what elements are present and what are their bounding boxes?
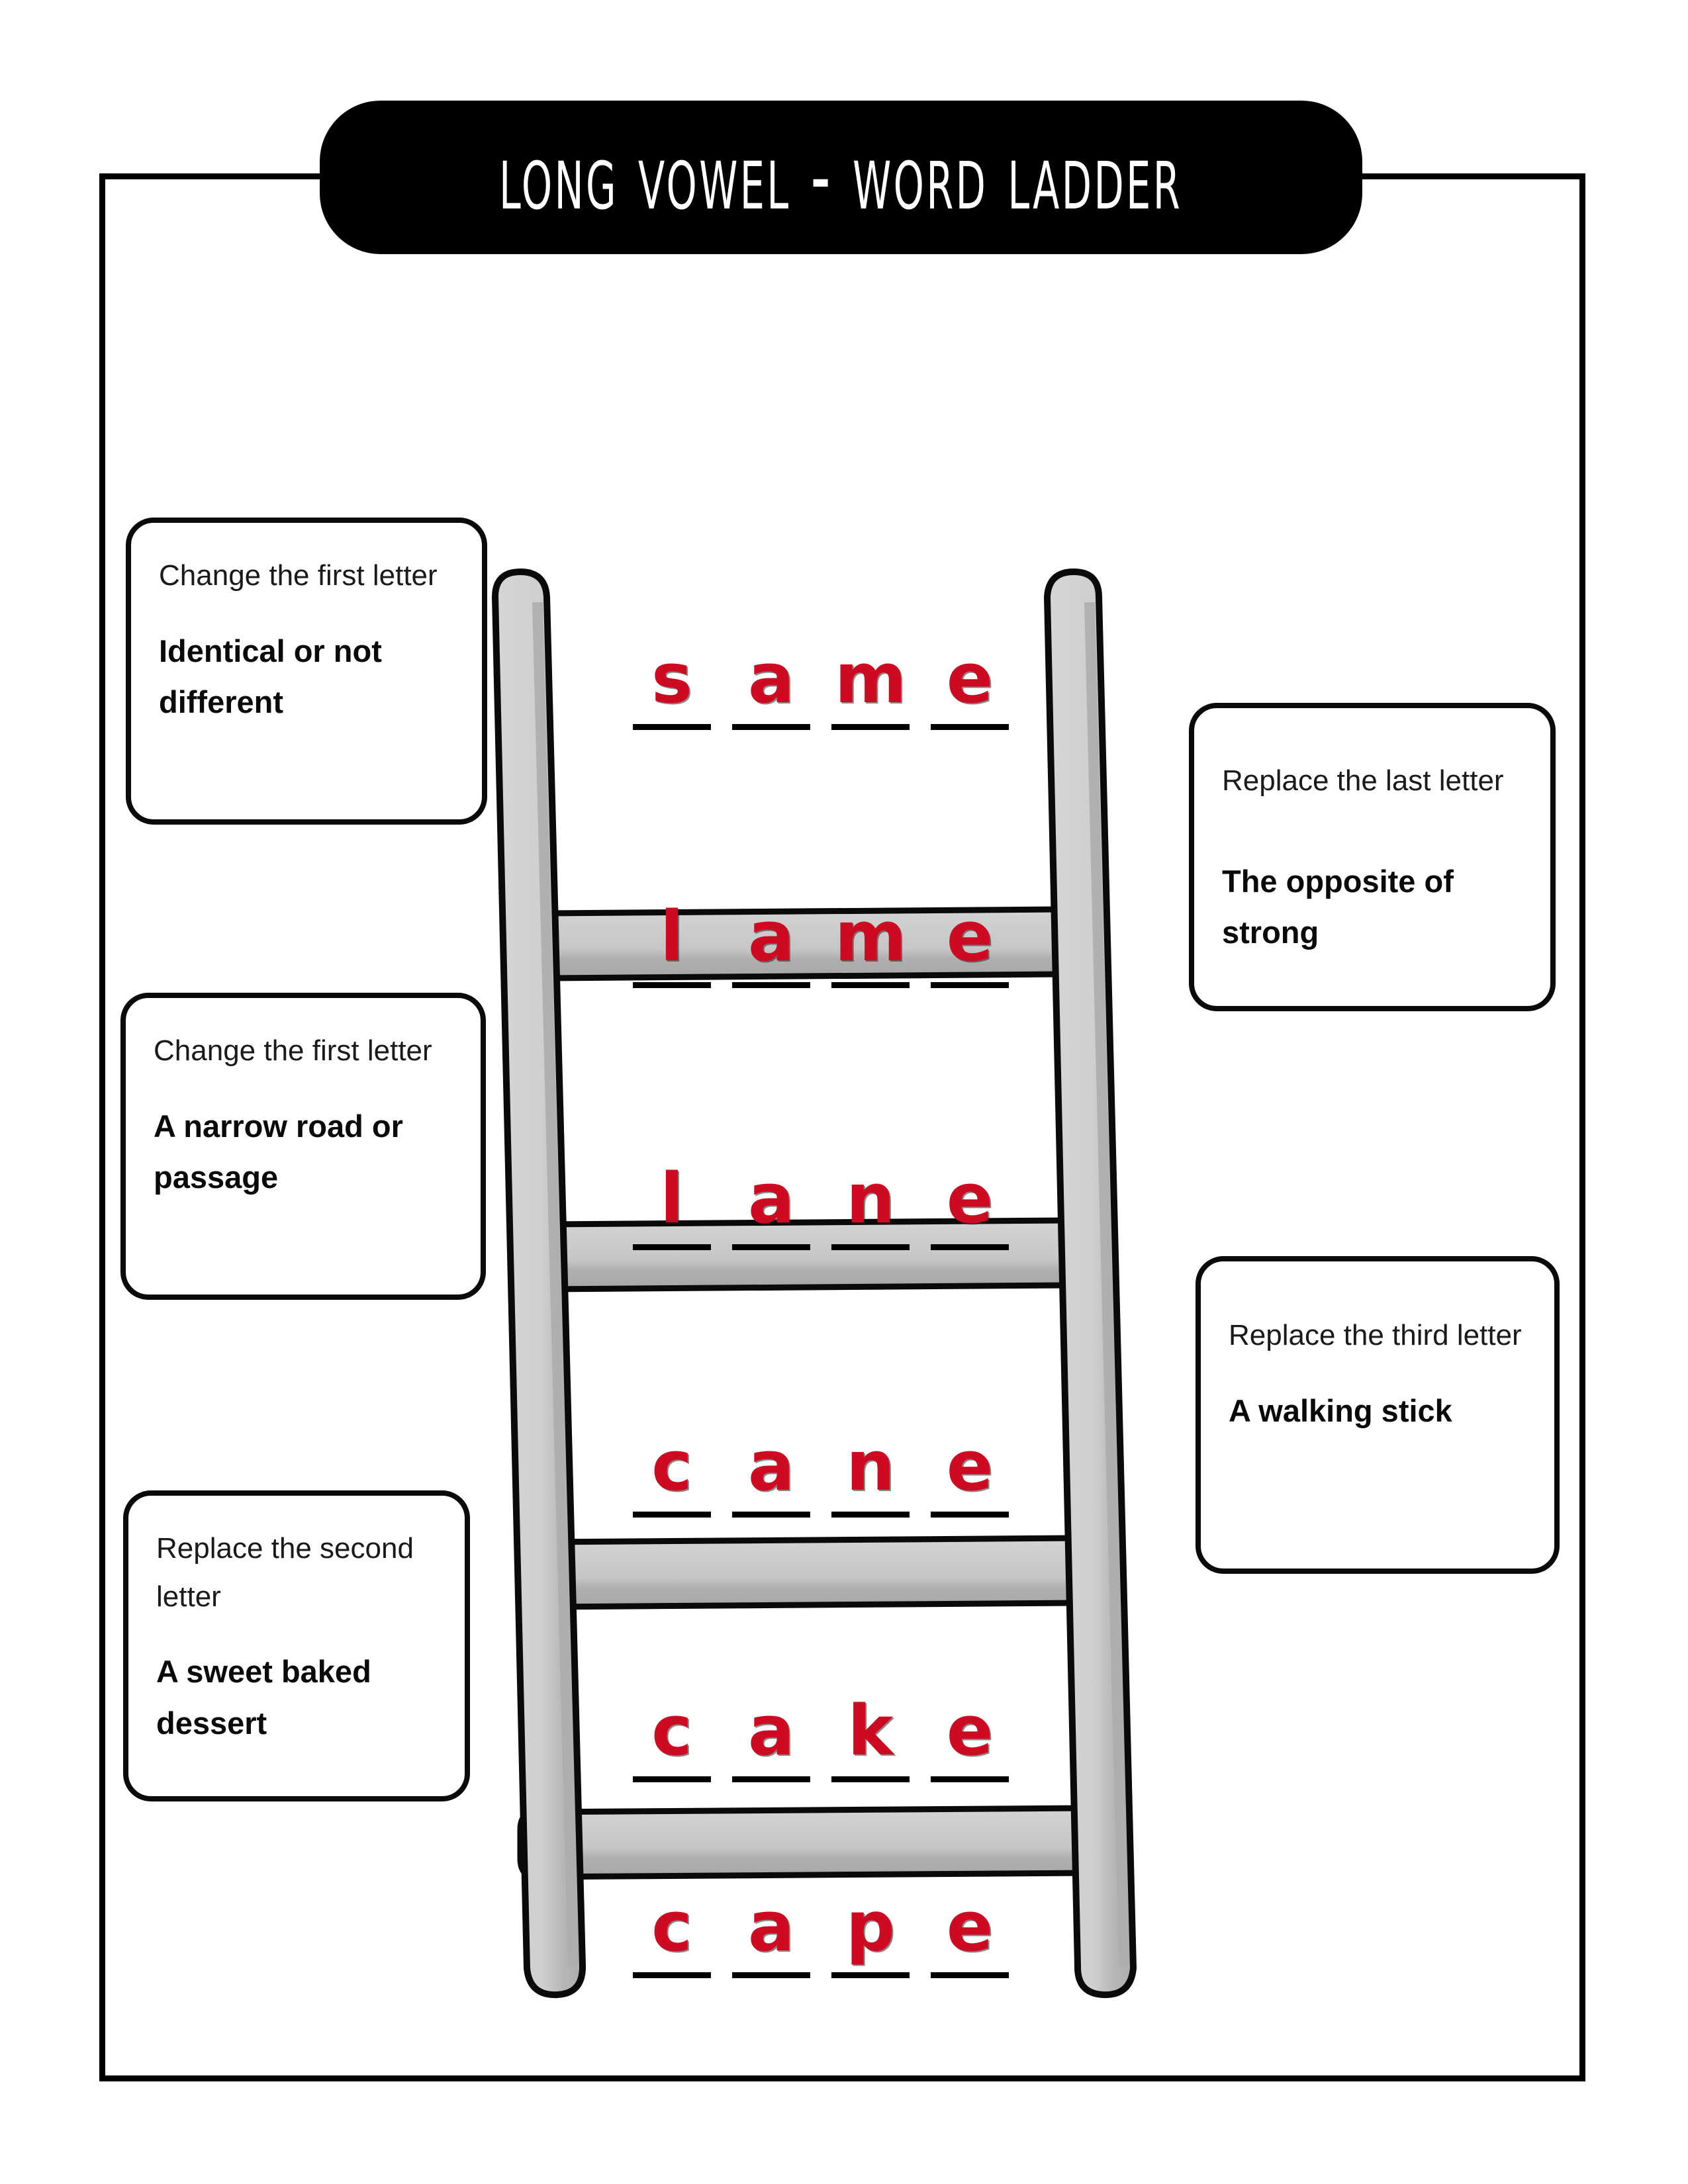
answer-blank[interactable] xyxy=(633,724,711,730)
word-row: c a k e xyxy=(622,1689,1019,1782)
letter-cell: e xyxy=(920,1885,1019,1978)
answer-blank[interactable] xyxy=(931,1512,1009,1518)
clue-definition: A narrow road or passage xyxy=(154,1108,403,1195)
letter-glyph: p xyxy=(845,1886,896,1967)
answer-blank[interactable] xyxy=(831,1776,910,1782)
letter-glyph: a xyxy=(747,1158,795,1239)
letter-cell: a xyxy=(722,895,821,988)
answer-blank[interactable] xyxy=(831,982,910,988)
letter-glyph: a xyxy=(747,637,795,719)
page-title: Long Vowel - Word Ladder xyxy=(499,123,1183,231)
answer-blank[interactable] xyxy=(732,724,810,730)
clue-box-left-2: Change the first letter A narrow road or… xyxy=(120,993,486,1300)
answer-blank[interactable] xyxy=(931,1972,1009,1978)
letter-cell: a xyxy=(722,1157,821,1250)
clue-definition: Identical or not different xyxy=(159,633,382,720)
letter-glyph: l xyxy=(660,895,684,977)
letter-cell: s xyxy=(622,637,722,730)
letter-cell: m xyxy=(821,637,920,730)
letter-glyph: k xyxy=(847,1690,894,1771)
clue-definition: A sweet baked dessert xyxy=(156,1654,371,1741)
clue-instruction: Replace the second letter xyxy=(156,1532,414,1613)
word-row: c a p e xyxy=(622,1885,1019,1978)
letter-cell: n xyxy=(821,1157,920,1250)
word-row: l a m e xyxy=(622,895,1019,988)
letter-glyph: m xyxy=(834,637,907,719)
clue-box-right-2: Replace the third letter A walking stick xyxy=(1196,1256,1560,1574)
answer-blank[interactable] xyxy=(732,1972,810,1978)
answer-blank[interactable] xyxy=(633,1776,711,1782)
answer-blank[interactable] xyxy=(732,1776,810,1782)
clue-instruction: Replace the third letter xyxy=(1229,1319,1522,1351)
answer-blank[interactable] xyxy=(831,1244,910,1250)
letter-cell: m xyxy=(821,895,920,988)
answer-blank[interactable] xyxy=(931,1244,1009,1250)
word-row: l a n e xyxy=(622,1157,1019,1250)
letter-cell: c xyxy=(622,1885,722,1978)
ladder-rail-left xyxy=(491,568,586,1999)
letter-cell: e xyxy=(920,895,1019,988)
letter-cell: c xyxy=(622,1424,722,1518)
letter-cell: p xyxy=(821,1885,920,1978)
letter-cell: l xyxy=(622,895,722,988)
letter-cell: a xyxy=(722,637,821,730)
title-banner: Long Vowel - Word Ladder xyxy=(320,101,1362,254)
answer-blank[interactable] xyxy=(633,1244,711,1250)
ladder-graphic xyxy=(463,563,1165,2038)
letter-glyph: e xyxy=(946,1690,994,1771)
answer-blank[interactable] xyxy=(633,1972,711,1978)
letter-glyph: a xyxy=(747,895,795,977)
letter-glyph: e xyxy=(946,1158,994,1239)
clue-instruction: Change the first letter xyxy=(154,1034,432,1067)
letter-glyph: n xyxy=(845,1158,896,1239)
letter-cell: a xyxy=(722,1689,821,1782)
letter-cell: e xyxy=(920,1689,1019,1782)
letter-cell: e xyxy=(920,637,1019,730)
answer-blank[interactable] xyxy=(732,1512,810,1518)
letter-cell: n xyxy=(821,1424,920,1518)
letter-glyph: c xyxy=(651,1690,692,1771)
answer-blank[interactable] xyxy=(831,724,910,730)
answer-blank[interactable] xyxy=(732,1244,810,1250)
clue-box-right-1: Replace the last letter The opposite of … xyxy=(1189,703,1556,1011)
word-row: c a n e xyxy=(622,1424,1019,1518)
letter-glyph: c xyxy=(651,1425,692,1506)
ladder-rail-right xyxy=(1043,568,1137,1999)
clue-box-left-1: Change the first letter Identical or not… xyxy=(126,518,487,825)
letter-glyph: e xyxy=(946,1886,994,1967)
letter-glyph: a xyxy=(747,1690,795,1771)
answer-blank[interactable] xyxy=(831,1512,910,1518)
clue-instruction: Change the first letter xyxy=(159,559,438,592)
letter-glyph: c xyxy=(651,1886,692,1967)
letter-glyph: s xyxy=(651,637,692,719)
letter-cell: l xyxy=(622,1157,722,1250)
letter-cell: c xyxy=(622,1689,722,1782)
letter-cell: e xyxy=(920,1424,1019,1518)
word-row: s a m e xyxy=(622,637,1019,730)
answer-blank[interactable] xyxy=(633,1512,711,1518)
answer-blank[interactable] xyxy=(931,1776,1009,1782)
clue-box-left-3: Replace the second letter A sweet baked … xyxy=(123,1490,470,1801)
letter-glyph: e xyxy=(946,895,994,977)
letter-glyph: e xyxy=(946,637,994,719)
letter-cell: k xyxy=(821,1689,920,1782)
clue-instruction: Replace the last letter xyxy=(1222,764,1504,797)
letter-cell: e xyxy=(920,1157,1019,1250)
answer-blank[interactable] xyxy=(633,982,711,988)
answer-blank[interactable] xyxy=(931,724,1009,730)
answer-blank[interactable] xyxy=(831,1972,910,1978)
letter-glyph: l xyxy=(660,1158,684,1239)
clue-definition: A walking stick xyxy=(1229,1392,1452,1428)
answer-blank[interactable] xyxy=(931,982,1009,988)
letter-cell: a xyxy=(722,1885,821,1978)
answer-blank[interactable] xyxy=(732,982,810,988)
letter-glyph: a xyxy=(747,1425,795,1506)
letter-glyph: m xyxy=(834,895,907,977)
letter-cell: a xyxy=(722,1424,821,1518)
letter-glyph: a xyxy=(747,1886,795,1967)
letter-glyph: e xyxy=(946,1425,994,1506)
letter-glyph: n xyxy=(845,1425,896,1506)
clue-definition: The opposite of strong xyxy=(1222,863,1454,950)
